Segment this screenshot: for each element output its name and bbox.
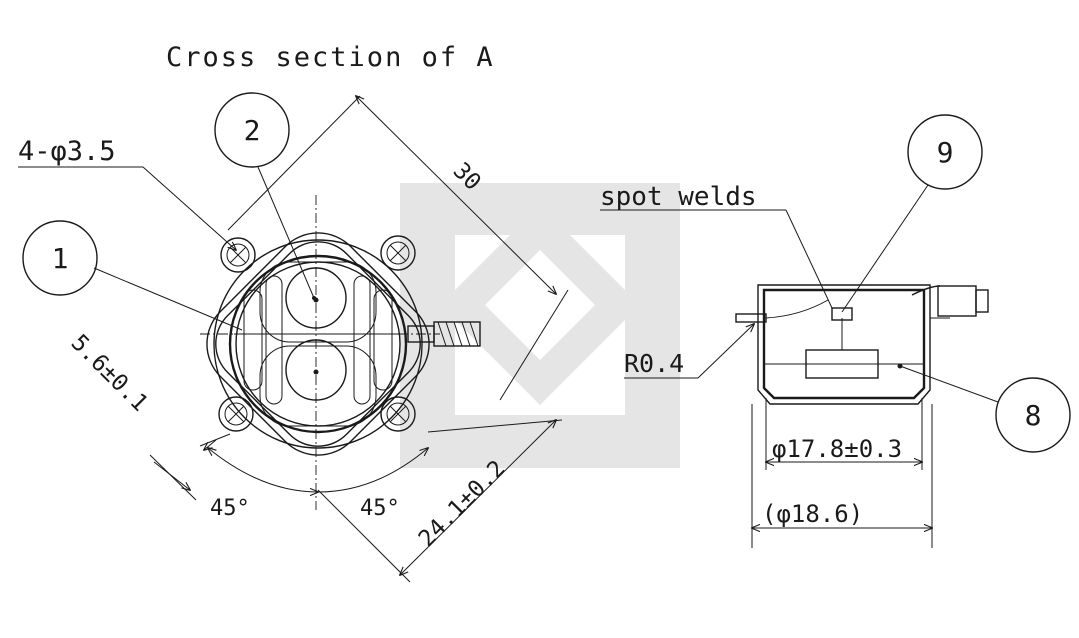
dimension-phi-18-6-label: (φ18.6) [762, 500, 863, 528]
right-view: spot welds R0.4 9 8 φ17.8±0.3 [600, 114, 1071, 548]
callout-balloon-2: 2 [214, 92, 316, 300]
angle-left-label: 45° [210, 496, 250, 521]
watermark-logo [400, 183, 680, 468]
dimension-24-1-label: 24.1±0.2 [414, 456, 511, 553]
callout-balloon-9: 9 [841, 114, 983, 313]
mounting-hole [218, 396, 254, 432]
dimension-phi-17-8-label: φ17.8±0.3 [772, 435, 902, 463]
sensor-can [757, 284, 931, 405]
dimension-5-6-label: 5.6±0.1 [66, 330, 153, 417]
spot-welds-label: spot welds [600, 182, 757, 212]
dimension-5-6: 5.6±0.1 [66, 330, 231, 501]
callout-balloon-8: 8 [899, 365, 1071, 453]
hole-callout: 4-φ3.5 [18, 136, 236, 250]
connector [911, 285, 989, 319]
angle-dimension: 45° 45° [208, 448, 428, 521]
dimension-phi-17-8: φ17.8±0.3 [766, 398, 922, 470]
drawing-title: Cross section of A [166, 42, 495, 73]
callout-1-label: 1 [52, 242, 69, 275]
callout-8-label: 8 [1025, 399, 1042, 432]
slot-pattern [243, 261, 393, 427]
lead-pin [735, 299, 829, 323]
mounting-hole [220, 237, 256, 273]
radius-callout: R0.4 [624, 324, 754, 379]
radius-label: R0.4 [624, 349, 684, 378]
dimension-phi-18-6: (φ18.6) [752, 404, 932, 548]
callout-balloon-1: 1 [22, 220, 243, 331]
angle-right-label: 45° [360, 496, 400, 521]
hole-size-label: 4-φ3.5 [18, 136, 116, 167]
callout-9-label: 9 [937, 136, 954, 169]
spot-welds-callout: spot welds [600, 182, 833, 309]
housing-body [213, 239, 423, 449]
callout-2-label: 2 [244, 114, 261, 147]
lead-wire [407, 321, 481, 347]
